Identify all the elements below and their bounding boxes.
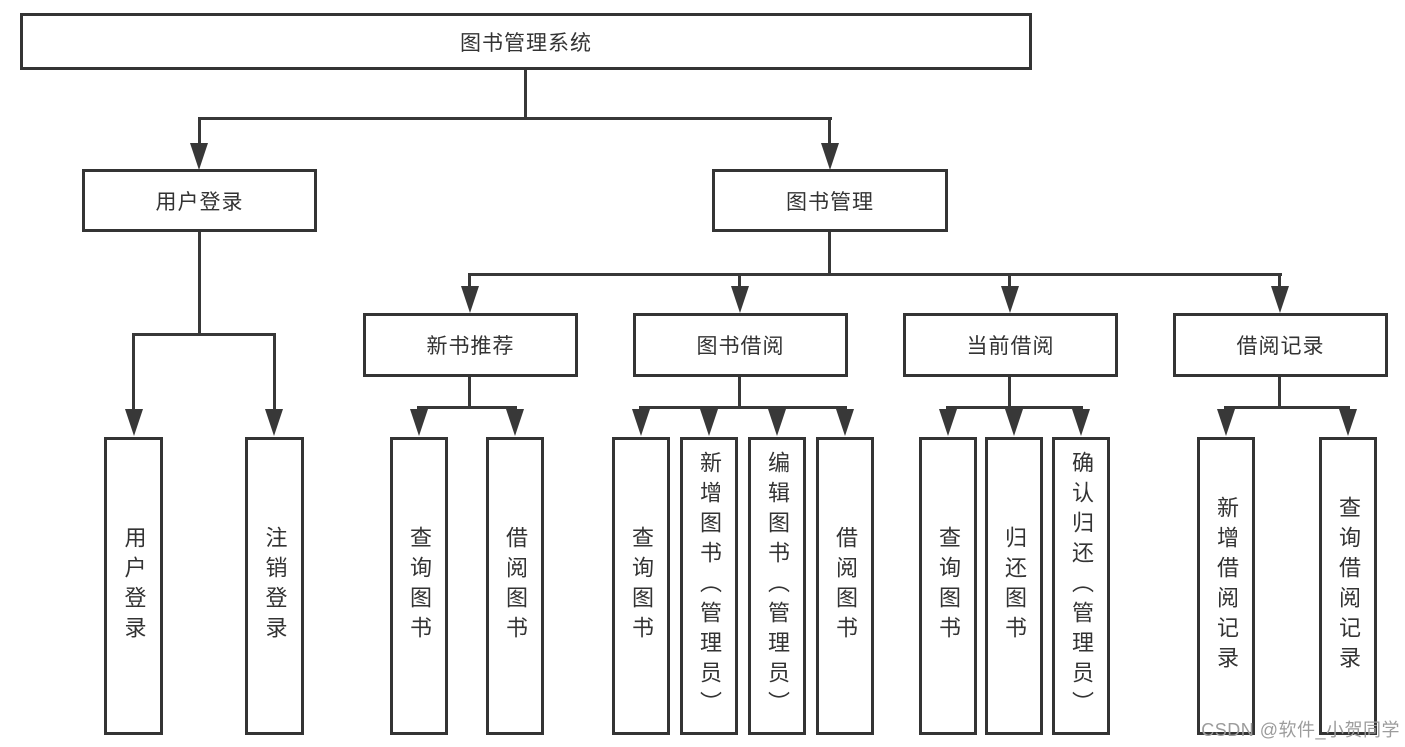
node-label: 用户登录 [121, 526, 147, 646]
leaf-query-books: 查询图书 [919, 437, 977, 735]
connector-vline [132, 333, 135, 411]
arrow-down-icon [836, 409, 854, 436]
connector-vline [198, 117, 201, 146]
node-label: 借阅图书 [833, 526, 858, 646]
node-label: 查询图书 [407, 526, 432, 646]
leaf-logout: 注销登录 [245, 437, 304, 735]
arrow-down-icon [506, 409, 524, 436]
connector-vline [738, 377, 741, 408]
node-label: 编辑图书（管理员） [765, 451, 790, 721]
connector-vline [1008, 273, 1011, 287]
leaf-edit-books-admin: 编辑图书（管理员） [748, 437, 806, 735]
leaf-add-borrow-record: 新增借阅记录 [1197, 437, 1255, 735]
arrow-down-icon [1271, 286, 1289, 313]
node-label: 用户登录 [155, 190, 244, 214]
connector-vline [1278, 377, 1281, 408]
arrow-down-icon [700, 409, 718, 436]
node-library-management-system: 图书管理系统 [20, 13, 1032, 70]
leaf-query-borrow-record: 查询借阅记录 [1319, 437, 1377, 735]
leaf-add-books-admin: 新增图书（管理员） [680, 437, 738, 735]
connector-hline [132, 333, 276, 336]
arrow-down-icon [265, 409, 283, 436]
connector-vline [828, 117, 831, 146]
node-user-login: 用户登录 [82, 169, 317, 232]
node-current-borrowing: 当前借阅 [903, 313, 1118, 377]
node-label: 注销登录 [262, 526, 288, 646]
leaf-borrow-books: 借阅图书 [486, 437, 544, 735]
node-label: 图书管理 [786, 190, 874, 214]
connector-hline [639, 406, 847, 409]
connector-vline [198, 232, 201, 336]
node-new-book-recommend: 新书推荐 [363, 313, 578, 377]
node-label: 新增借阅记录 [1214, 496, 1239, 676]
leaf-user-login: 用户登录 [104, 437, 163, 735]
connector-hline [417, 406, 517, 409]
leaf-borrow-books: 借阅图书 [816, 437, 874, 735]
connector-vline [273, 333, 276, 411]
arrow-down-icon [1001, 286, 1019, 313]
node-label: 图书借阅 [696, 335, 785, 358]
arrow-down-icon [461, 286, 479, 313]
arrow-down-icon [768, 409, 786, 436]
node-borrowing-records: 借阅记录 [1173, 313, 1388, 377]
arrow-down-icon [1217, 409, 1235, 436]
connector-vline [1008, 377, 1011, 408]
node-label: 图书管理系统 [460, 31, 592, 55]
arrow-down-icon [1339, 409, 1357, 436]
arrow-down-icon [1072, 409, 1090, 436]
node-label: 新书推荐 [426, 335, 515, 358]
csdn-watermark: CSDN @软件_小贺同学 [1201, 720, 1400, 740]
node-label: 查询图书 [629, 526, 654, 646]
arrow-down-icon [939, 409, 957, 436]
arrow-down-icon [632, 409, 650, 436]
node-book-management: 图书管理 [712, 169, 948, 232]
arrow-down-icon [125, 409, 143, 436]
arrow-down-icon [821, 143, 839, 170]
leaf-return-books: 归还图书 [985, 437, 1043, 735]
node-label: 归还图书 [1002, 526, 1027, 646]
connector-hline [198, 117, 832, 120]
connector-vline [524, 70, 527, 120]
arrow-down-icon [190, 143, 208, 170]
connector-hline [946, 406, 1083, 409]
connector-vline [468, 377, 471, 408]
arrow-down-icon [731, 286, 749, 313]
node-label: 查询借阅记录 [1336, 496, 1361, 676]
connector-hline [1224, 406, 1350, 409]
leaf-query-books: 查询图书 [390, 437, 448, 735]
leaf-query-books: 查询图书 [612, 437, 670, 735]
node-label: 借阅图书 [503, 526, 528, 646]
connector-vline [468, 273, 471, 287]
node-label: 新增图书（管理员） [697, 451, 722, 721]
node-label: 确认归还（管理员） [1069, 451, 1094, 721]
arrow-down-icon [1005, 409, 1023, 436]
arrow-down-icon [410, 409, 428, 436]
connector-vline [1278, 273, 1281, 287]
node-label: 借阅记录 [1236, 335, 1325, 358]
connector-vline [828, 232, 831, 276]
node-book-borrowing: 图书借阅 [633, 313, 848, 377]
node-label: 查询图书 [936, 526, 961, 646]
connector-hline [468, 273, 1282, 276]
leaf-confirm-return-admin: 确认归还（管理员） [1052, 437, 1110, 735]
connector-vline [738, 273, 741, 287]
node-label: 当前借阅 [966, 335, 1055, 358]
